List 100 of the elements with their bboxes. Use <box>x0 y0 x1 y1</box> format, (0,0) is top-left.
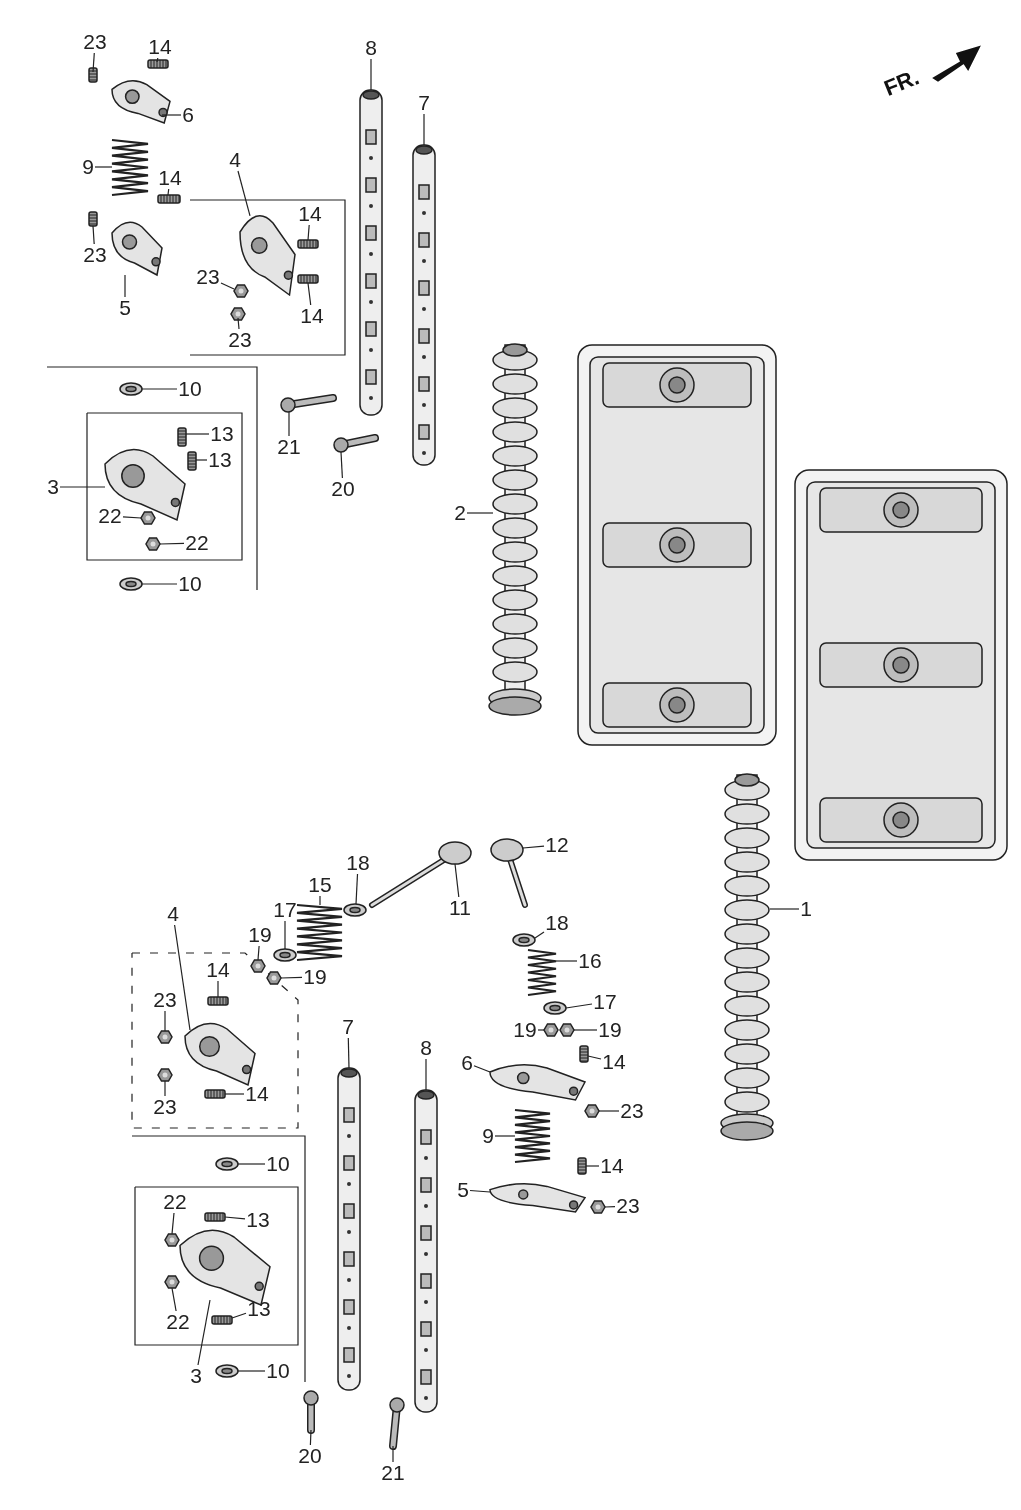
leader-line <box>237 317 240 330</box>
hex-nut-drawing <box>164 1275 180 1289</box>
pin-drawing <box>207 996 229 1006</box>
callout-number: 19 <box>512 1019 538 1041</box>
callout-number: 22 <box>165 1311 191 1333</box>
washer-drawing <box>273 948 297 962</box>
callout-number: 2 <box>453 502 467 524</box>
hex-nut-drawing <box>164 1233 180 1247</box>
leader-line <box>598 1110 620 1112</box>
callout-number: 4 <box>228 149 242 171</box>
rocker-arm-drawing <box>489 1183 586 1213</box>
callout-number: 7 <box>341 1016 355 1038</box>
leader-line <box>565 1003 593 1009</box>
leader-line <box>522 845 545 849</box>
callout-number: 13 <box>209 423 235 445</box>
pin-drawing <box>88 67 98 83</box>
callout-number: 20 <box>330 478 356 500</box>
valve-drawing <box>490 838 528 908</box>
leader-line <box>494 1135 516 1137</box>
camshaft-drawing <box>488 343 542 716</box>
rocker-shaft-drawing <box>412 144 436 466</box>
leader-line <box>94 166 113 168</box>
washer-drawing <box>543 1001 567 1015</box>
callout-number: 6 <box>181 104 195 126</box>
leader-line <box>237 1163 266 1165</box>
callout-number: 22 <box>162 1191 188 1213</box>
leader-line <box>585 1165 600 1167</box>
leader-line <box>392 1445 394 1463</box>
callout-number: 18 <box>345 852 371 874</box>
callout-number: 16 <box>577 950 603 972</box>
callout-number: 15 <box>307 874 333 896</box>
leader-line <box>122 516 142 519</box>
callout-number: 19 <box>247 924 273 946</box>
leader-line <box>185 433 210 435</box>
callout-number: 23 <box>615 1195 641 1217</box>
pin-drawing <box>211 1315 233 1325</box>
coil-spring-drawing <box>295 903 344 962</box>
hex-nut-drawing <box>543 1023 559 1037</box>
callout-number: 7 <box>417 92 431 114</box>
leader-line <box>288 411 290 437</box>
callout-number: 3 <box>46 476 60 498</box>
leader-line <box>164 1010 166 1032</box>
hex-nut-drawing <box>250 959 266 973</box>
leader-line <box>159 542 185 545</box>
leader-line <box>141 583 178 585</box>
hex-nut-drawing <box>233 284 249 298</box>
leader-line <box>195 459 208 461</box>
washer-drawing <box>215 1364 239 1378</box>
leader-line <box>224 1216 246 1220</box>
hex-nut-drawing <box>559 1023 575 1037</box>
callout-number: 21 <box>276 436 302 458</box>
washer-drawing <box>512 933 536 947</box>
leader-line <box>555 960 578 962</box>
pin-drawing <box>147 59 169 69</box>
leader-line <box>231 1312 247 1319</box>
callout-number: 14 <box>601 1051 627 1073</box>
hex-nut-drawing <box>157 1030 173 1044</box>
washer-drawing <box>215 1157 239 1171</box>
hex-nut-drawing <box>230 307 246 321</box>
hex-nut-drawing <box>140 511 156 525</box>
callout-number: 8 <box>364 37 378 59</box>
callout-number: 3 <box>189 1365 203 1387</box>
leader-line <box>355 873 359 905</box>
callout-number: 14 <box>205 959 231 981</box>
leader-line <box>171 1212 175 1235</box>
callout-number: 23 <box>227 329 253 351</box>
leader-line <box>167 188 170 196</box>
callout-number: 23 <box>619 1100 645 1122</box>
leader-line <box>237 1370 266 1372</box>
leader-line <box>161 114 182 116</box>
leader-line <box>220 282 235 290</box>
callout-number: 9 <box>81 156 95 178</box>
rocker-shaft-drawing <box>337 1067 361 1391</box>
coil-spring-drawing <box>526 948 558 997</box>
leader-line <box>197 1299 211 1366</box>
leader-line <box>257 945 260 961</box>
leader-line <box>319 895 321 906</box>
rocker-shaft-drawing <box>414 1089 438 1413</box>
leader-line <box>59 486 106 488</box>
callout-number: 14 <box>147 36 173 58</box>
callout-number: 23 <box>152 1096 178 1118</box>
pin-drawing <box>177 427 187 447</box>
pin-drawing <box>204 1212 226 1222</box>
leader-line <box>217 980 219 998</box>
callout-number: 10 <box>177 378 203 400</box>
leader-line <box>171 1287 177 1312</box>
leader-line <box>425 1058 427 1091</box>
bolt-drawing <box>280 394 337 413</box>
callout-number: 8 <box>419 1037 433 1059</box>
rocker-arm-drawing <box>111 80 171 124</box>
callout-number: 12 <box>544 834 570 856</box>
pin-drawing <box>88 211 98 227</box>
callout-number: 14 <box>297 203 323 225</box>
washer-drawing <box>343 903 367 917</box>
callout-number: 22 <box>184 532 210 554</box>
leader-line <box>466 512 494 514</box>
callout-number: 14 <box>299 305 325 327</box>
pin-drawing <box>579 1045 589 1063</box>
leader-line <box>92 52 95 73</box>
bolt-drawing <box>333 434 379 453</box>
